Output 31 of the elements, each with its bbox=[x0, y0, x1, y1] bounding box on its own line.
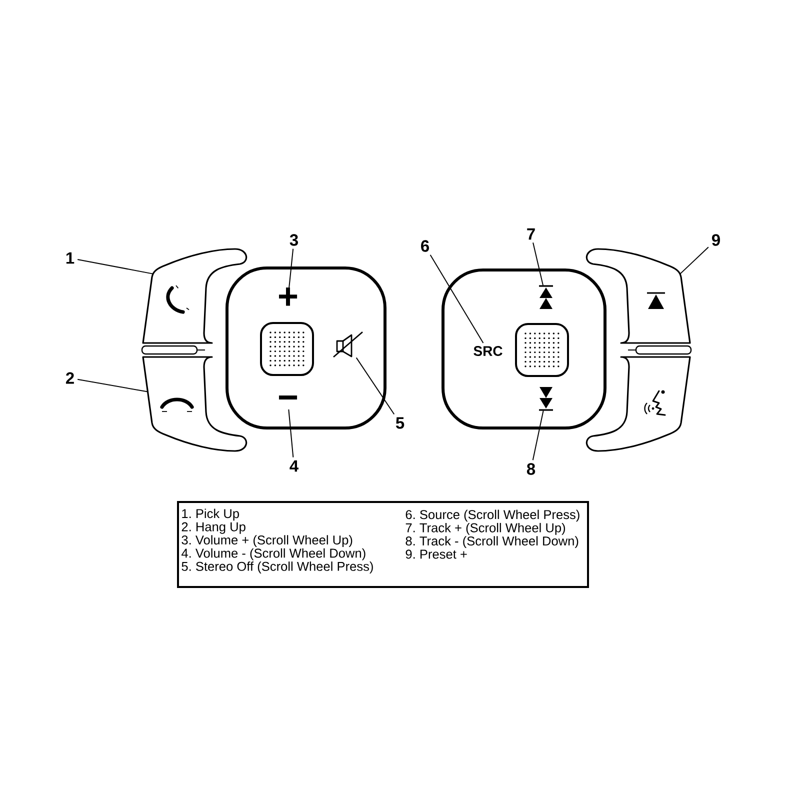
callout-number: 7 bbox=[527, 228, 535, 240]
leader-line bbox=[288, 408, 294, 458]
mute-icon bbox=[333, 331, 363, 358]
leader-line bbox=[356, 357, 395, 415]
callout-number: 4 bbox=[290, 460, 298, 472]
pad-label: SRC bbox=[474, 346, 502, 356]
control-pad bbox=[442, 268, 606, 430]
leader-line bbox=[77, 258, 154, 274]
control-pad bbox=[226, 266, 386, 430]
leader-line bbox=[532, 242, 544, 286]
triangle-down-icon bbox=[539, 387, 553, 411]
leader-line bbox=[430, 254, 484, 344]
callout-number: 1 bbox=[66, 252, 74, 264]
plus-sign: + bbox=[279, 287, 298, 306]
button bbox=[142, 356, 248, 452]
leader-line bbox=[680, 246, 709, 274]
key-box: 1. Pick Up 2. Hang Up 3. Volume + (Scroll Wheel Up) 4. Volume - (Scroll Wheel Down) 5. Stereo Off (Scroll Wheel Press) 6. Source (Scroll Wheel Press) 7. Track + (Scroll Wheel Up) 8. Track - (Scroll Wheel Down) 9. Preset + bbox=[177, 501, 589, 588]
callout-number: 5 bbox=[396, 417, 404, 429]
minus-sign: − bbox=[278, 396, 298, 400]
callout-number: 2 bbox=[66, 372, 74, 384]
button bbox=[586, 248, 691, 344]
leader-line bbox=[77, 378, 148, 392]
callout-number: 9 bbox=[712, 234, 720, 246]
leader-line bbox=[288, 248, 294, 288]
triangle-up-icon bbox=[539, 285, 553, 309]
callout-number: 6 bbox=[421, 240, 429, 252]
callout-number: 3 bbox=[290, 234, 298, 246]
button bbox=[586, 356, 691, 452]
callout-number: 8 bbox=[526, 463, 536, 475]
button bbox=[142, 248, 248, 344]
leader-line bbox=[532, 410, 544, 461]
